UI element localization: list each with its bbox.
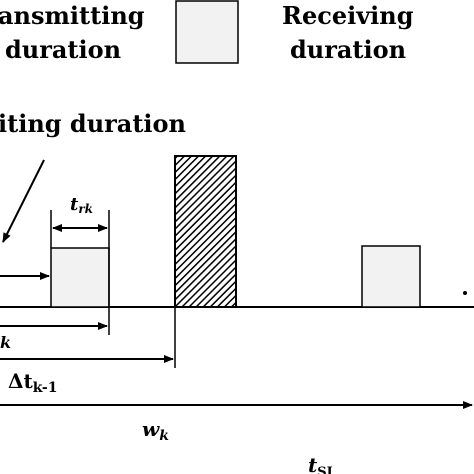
delta-t-label: Δtk-1	[8, 369, 57, 396]
legend-waiting-label: iting duration	[0, 109, 186, 138]
legend-receiving-line2: duration	[290, 35, 406, 64]
transmitting-block	[174, 155, 237, 308]
continuation-dot	[463, 291, 467, 295]
tk-label: k	[0, 333, 11, 352]
legend-receiving-swatch	[175, 0, 239, 64]
legend-receiving-line1: Receiving	[282, 1, 414, 30]
receiving-box-1	[50, 247, 110, 308]
waiting-pointer-arrow	[2, 159, 45, 243]
tsi-label: tSI	[308, 453, 333, 474]
trk-label: trk	[70, 194, 93, 216]
receiving-box-2	[361, 245, 421, 308]
wk-label: wk	[142, 417, 169, 444]
legend-transmitting-line2: duration	[5, 35, 121, 64]
legend-transmitting-line1: ansmitting	[0, 1, 145, 30]
